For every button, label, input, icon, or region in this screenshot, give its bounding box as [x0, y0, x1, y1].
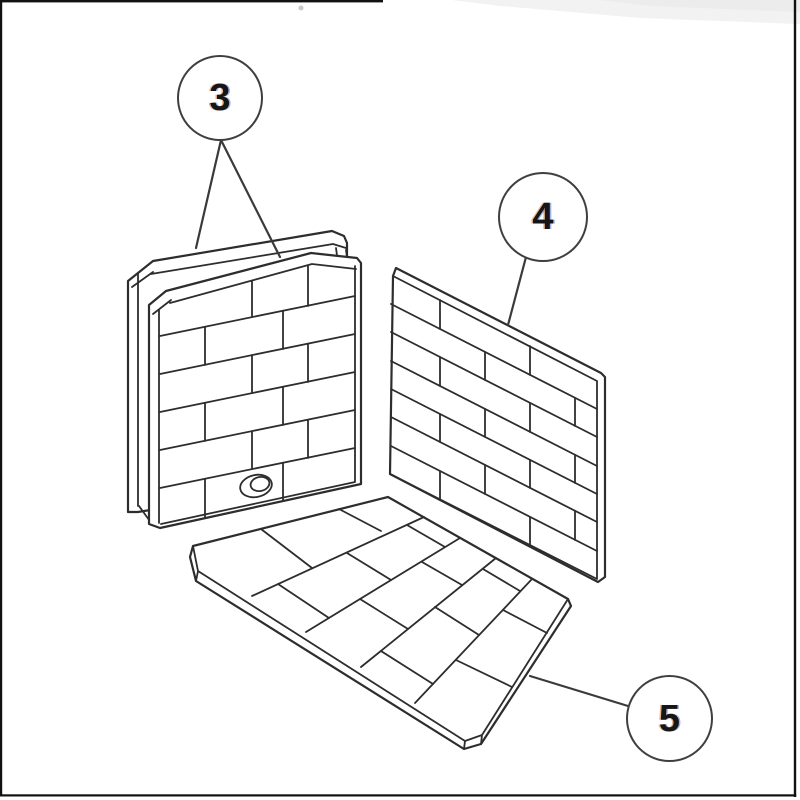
- floor-edges: [192, 545, 572, 750]
- side-panel-brick-joints: [439, 299, 576, 546]
- callout-5: 5: [626, 675, 713, 762]
- callout-5-number: 5: [658, 697, 681, 740]
- side-panel-edges: [389, 275, 598, 580]
- rear-panel-brick-courses: [159, 295, 356, 489]
- callout-4: 4: [498, 172, 588, 262]
- side-panel-brick-courses: [390, 303, 598, 552]
- leader-line-4: [506, 255, 528, 327]
- callout-3-number: 3: [209, 77, 231, 119]
- rear-panel-front-silhouette: [147, 251, 363, 530]
- leader-line-5: [528, 674, 630, 708]
- floor-brick-courses: [251, 516, 533, 704]
- leader-line-3b: [219, 138, 282, 259]
- callout-4-number: 4: [532, 196, 554, 238]
- handle-slot: [239, 473, 273, 499]
- floor-brick-joints: [260, 508, 548, 688]
- page-border-top: [0, 0, 383, 3]
- rear-firebrick-assembly: [126, 229, 363, 530]
- rear-panel-brick-joints: [204, 265, 309, 518]
- leader-line-3a: [194, 138, 223, 250]
- page-border-bottom: [0, 794, 797, 797]
- scan-speck: [298, 5, 304, 11]
- callout-3: 3: [177, 55, 263, 141]
- page-border-left: [0, 0, 3, 796]
- page-border-right: [793, 0, 797, 797]
- rear-panel-front-edges: [152, 263, 357, 525]
- floor-firebrick-panel: [188, 495, 573, 751]
- scan-shadow-top-right-dark: [600, 0, 800, 12]
- side-firebrick-panel: [388, 266, 607, 584]
- leader-lines: [194, 138, 630, 708]
